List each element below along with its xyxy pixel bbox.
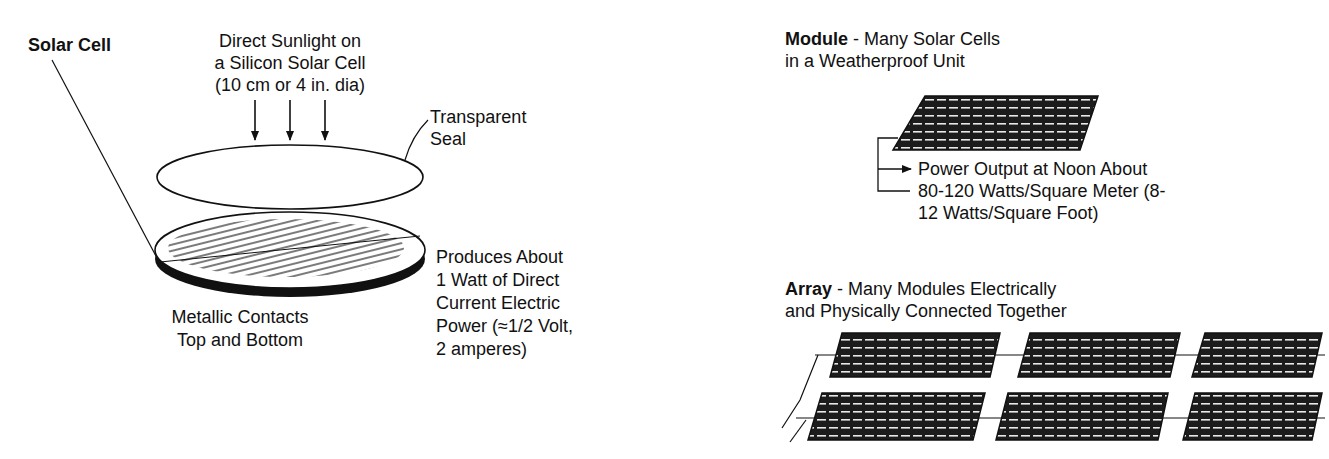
array-wire bbox=[790, 420, 806, 442]
cell-grid bbox=[168, 219, 404, 277]
part-label: Metallic Contacts Top and Bottom bbox=[165, 306, 315, 352]
section-heading: Module bbox=[785, 29, 848, 49]
heading-line: Module- Many Solar Cells in a Weatherpro… bbox=[785, 28, 1010, 72]
module-panel bbox=[1018, 333, 1180, 377]
output-note: Produces About 1 Watt of Direct Current … bbox=[436, 246, 577, 361]
part-label: Solar Cell bbox=[28, 34, 111, 56]
sunlight-arrow bbox=[324, 100, 326, 140]
module-panel bbox=[808, 393, 985, 440]
leader-line bbox=[878, 138, 910, 191]
cell-bus bbox=[160, 236, 420, 262]
leader-arrow bbox=[878, 168, 911, 169]
section-heading: Array bbox=[785, 279, 832, 299]
leader-line bbox=[405, 120, 428, 160]
module-panel bbox=[996, 393, 1168, 440]
module-panel bbox=[830, 333, 1000, 377]
module-panel bbox=[1192, 333, 1322, 377]
light-note: Direct Sunlight on a Silicon Solar Cell … bbox=[213, 30, 367, 96]
sunlight-arrow bbox=[289, 100, 291, 140]
heading-line: Array- Many Modules Electrically and Phy… bbox=[785, 278, 1085, 322]
sunlight-arrow bbox=[254, 100, 256, 140]
array-wire bbox=[782, 355, 818, 428]
module-panel bbox=[893, 96, 1098, 150]
solar-cell-disc bbox=[155, 212, 425, 288]
module-panel bbox=[1183, 393, 1322, 440]
part-label: Transparent Seal bbox=[430, 106, 540, 150]
transparent-seal bbox=[157, 145, 423, 209]
leader-line bbox=[52, 60, 157, 258]
output-note: Power Output at Noon About 80-120 Watts/… bbox=[918, 158, 1168, 224]
